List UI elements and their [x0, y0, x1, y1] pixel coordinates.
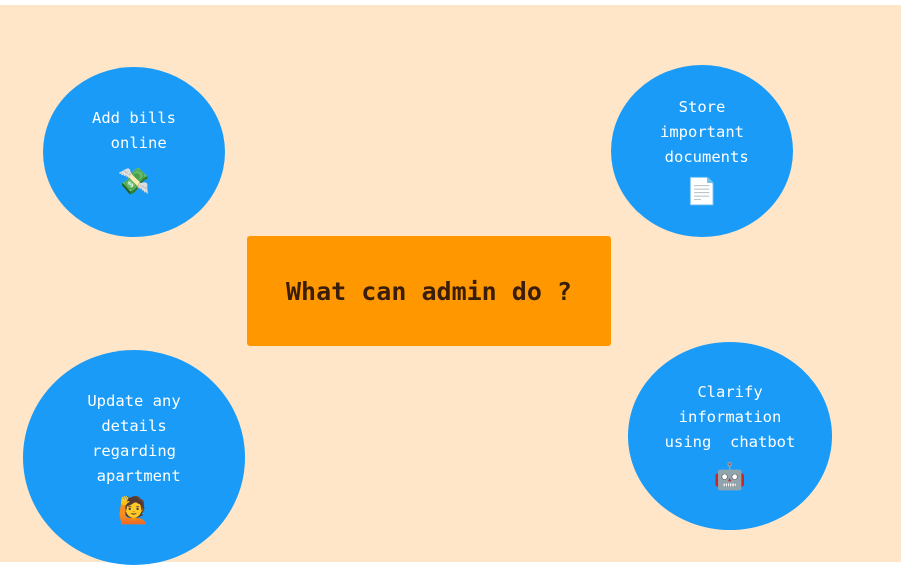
bubble-text-line: documents	[655, 147, 749, 166]
bubble-text-line: using chatbot	[664, 432, 796, 451]
bubble-text-line: important	[660, 122, 744, 141]
bubble-text-line: regarding	[92, 441, 176, 460]
bubble-add-bills: Add bills online 💸	[43, 67, 225, 237]
bubble-text-line: apartment	[87, 466, 181, 485]
bubble-update-details: Update any details regarding apartment 🙋	[23, 350, 245, 565]
bubble-store-documents: Store important documents 📄	[611, 65, 793, 237]
robot-icon: 🤖	[713, 461, 747, 492]
center-topic-box: What can admin do ?	[247, 236, 611, 346]
document-icon: 📄	[685, 176, 719, 207]
bubble-text-line: Clarify	[697, 382, 763, 401]
money-with-wings-icon: 💸	[117, 167, 151, 197]
bubble-chatbot: Clarify information using chatbot 🤖	[628, 342, 832, 530]
diagram-canvas: What can admin do ? Add bills online 💸 S…	[0, 5, 901, 565]
bubble-text-line: Store	[678, 97, 726, 116]
person-raising-hand-icon: 🙋	[117, 495, 151, 526]
bubble-text-line: Add bills	[92, 109, 176, 127]
bubble-text-line: online	[101, 134, 167, 152]
bubble-text-line: details	[101, 416, 167, 435]
bubble-text-line: Update any	[87, 391, 181, 410]
bubble-text-line: information	[678, 407, 782, 426]
center-topic-title: What can admin do ?	[286, 276, 572, 306]
